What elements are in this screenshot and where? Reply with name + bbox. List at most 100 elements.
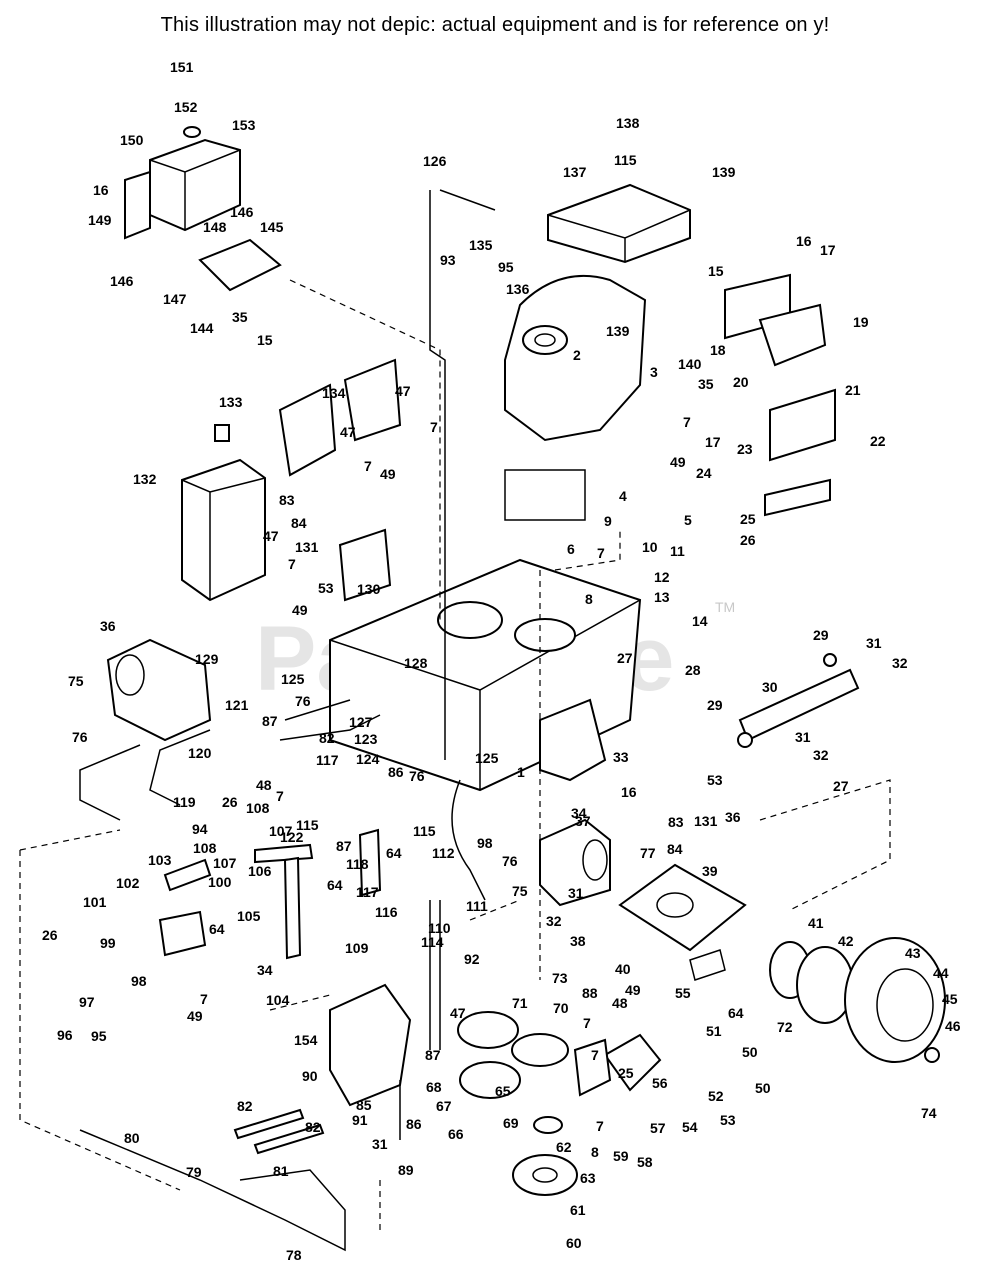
callout-label: 10 bbox=[642, 539, 658, 555]
callout-label: 140 bbox=[678, 356, 702, 372]
callout-label: 117 bbox=[316, 752, 339, 768]
callout-label: 139 bbox=[606, 323, 630, 339]
callout-label: 4 bbox=[619, 488, 627, 504]
callout-label: 100 bbox=[208, 874, 232, 890]
callout-label: 27 bbox=[833, 778, 849, 794]
callout-label: 33 bbox=[613, 749, 629, 765]
callout-label: 23 bbox=[737, 441, 753, 457]
valve-body-85 bbox=[329, 983, 412, 1107]
callout-label: 7 bbox=[583, 1015, 591, 1031]
callout-label: 145 bbox=[260, 219, 284, 235]
callout-label: 49 bbox=[292, 602, 308, 618]
battery-assembly bbox=[724, 273, 836, 517]
callout-label: 103 bbox=[148, 852, 172, 868]
callout-label: 120 bbox=[188, 745, 212, 761]
callout-label: 87 bbox=[262, 713, 278, 729]
callout-label: 56 bbox=[652, 1075, 668, 1091]
callout-label: 112 bbox=[432, 845, 455, 861]
callout-label: 135 bbox=[469, 237, 493, 253]
disclaimer-text: This illustration may not depic: actual … bbox=[160, 14, 830, 36]
callout-label: 20 bbox=[733, 374, 749, 390]
callout-label: 49 bbox=[380, 466, 396, 482]
callout-label: 64 bbox=[209, 921, 225, 937]
callout-label: 115 bbox=[296, 817, 319, 833]
callout-label: 42 bbox=[838, 933, 854, 949]
callout-label: 125 bbox=[475, 750, 499, 766]
callout-label: 116 bbox=[375, 904, 398, 920]
callout-label: 25 bbox=[740, 511, 756, 527]
callout-label: 131 bbox=[295, 539, 319, 555]
hydraulic-motor-36 bbox=[539, 818, 611, 907]
callout-label: 97 bbox=[79, 994, 95, 1010]
callout-label: 82 bbox=[305, 1119, 321, 1135]
callout-label: 115 bbox=[614, 152, 637, 168]
callout-label: 50 bbox=[742, 1044, 758, 1060]
engine bbox=[504, 274, 647, 521]
callout-label: 8 bbox=[591, 1144, 599, 1160]
callout-label: 127 bbox=[349, 714, 373, 730]
callout-label: 53 bbox=[707, 772, 723, 788]
callout-label: 151 bbox=[170, 59, 194, 75]
callout-label: 129 bbox=[195, 651, 219, 667]
callout-label: 86 bbox=[388, 764, 404, 780]
callout-label: 7 bbox=[276, 788, 284, 804]
callout-label: 21 bbox=[845, 382, 861, 398]
callout-label: 24 bbox=[696, 465, 712, 481]
callout-label: 51 bbox=[706, 1023, 722, 1039]
callout-label: 65 bbox=[495, 1083, 511, 1099]
callout-label: 146 bbox=[110, 273, 134, 289]
callout-label: 2 bbox=[573, 347, 581, 363]
callout-label: 88 bbox=[582, 985, 598, 1001]
brake-bracket-38 bbox=[618, 863, 747, 981]
callout-label: 84 bbox=[291, 515, 307, 531]
pulleys bbox=[457, 1011, 578, 1196]
callout-label: 57 bbox=[650, 1120, 666, 1136]
callout-label: 90 bbox=[302, 1068, 318, 1084]
callout-label: 26 bbox=[740, 532, 756, 548]
callout-label: 26 bbox=[42, 927, 58, 943]
callout-label: 31 bbox=[795, 729, 811, 745]
callout-label: 110 bbox=[428, 920, 451, 936]
callout-label: 108 bbox=[193, 840, 217, 856]
callout-label: 36 bbox=[100, 618, 116, 634]
fuel-tank-assembly bbox=[124, 126, 282, 292]
tie-rods bbox=[163, 858, 325, 1155]
callout-label: 12 bbox=[654, 569, 670, 585]
callout-label: 76 bbox=[409, 768, 425, 784]
callout-label: 64 bbox=[386, 845, 402, 861]
callout-label: 87 bbox=[425, 1047, 441, 1063]
callout-label: 139 bbox=[712, 164, 736, 180]
callout-label: 106 bbox=[248, 863, 272, 879]
callout-label: 98 bbox=[131, 973, 147, 989]
callout-label: 54 bbox=[682, 1119, 698, 1135]
callout-label: 82 bbox=[237, 1098, 253, 1114]
callout-label: 16 bbox=[621, 784, 637, 800]
callout-label: 50 bbox=[755, 1080, 771, 1096]
callout-label: 1 bbox=[517, 764, 525, 780]
callout-label: 94 bbox=[192, 821, 208, 837]
callout-label: 64 bbox=[728, 1005, 744, 1021]
callout-label: 80 bbox=[124, 1130, 140, 1146]
callout-label: 7 bbox=[596, 1118, 604, 1134]
callout-label: 132 bbox=[133, 471, 157, 487]
callout-label: 122 bbox=[280, 829, 304, 845]
callout-label: 17 bbox=[705, 434, 721, 450]
callout-label: 105 bbox=[237, 908, 261, 924]
callout-label: 108 bbox=[246, 800, 270, 816]
callout-label: 152 bbox=[174, 99, 198, 115]
callout-label: 91 bbox=[352, 1112, 368, 1128]
callout-label: 16 bbox=[796, 233, 812, 249]
callout-label: 26 bbox=[222, 794, 238, 810]
callout-label: 40 bbox=[615, 961, 631, 977]
callout-label: 59 bbox=[613, 1148, 629, 1164]
callout-labels: 151 152 153 150 16 149 148 146 145 146 1… bbox=[42, 59, 961, 1263]
callout-label: 34 bbox=[257, 962, 273, 978]
callout-label: 3 bbox=[650, 364, 658, 380]
callout-label: 131 bbox=[694, 813, 718, 829]
callout-label: 121 bbox=[225, 697, 249, 713]
hydraulic-pump-36 bbox=[106, 638, 212, 742]
callout-label: 134 bbox=[322, 385, 346, 401]
callout-label: 8 bbox=[585, 591, 593, 607]
callout-label: 32 bbox=[546, 913, 562, 929]
callout-label: 13 bbox=[654, 589, 670, 605]
